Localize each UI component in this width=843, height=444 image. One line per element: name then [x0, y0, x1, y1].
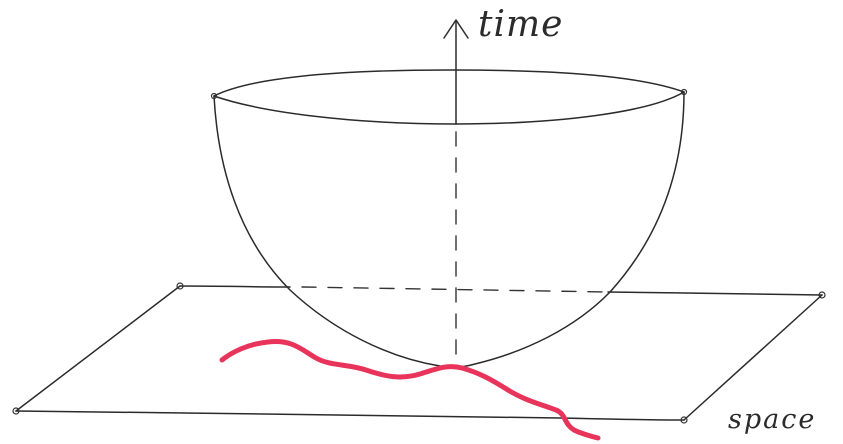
bowl-rim-left-dot	[210, 92, 218, 100]
plane-front-edge	[15, 410, 685, 421]
plane-right-edge	[683, 294, 823, 421]
plane-back-edge-left	[179, 285, 291, 288]
space-plane	[12, 282, 826, 424]
plane-back-edge-hidden	[301, 286, 609, 293]
bowl-rim-front	[213, 91, 685, 125]
paraboloid-bowl	[210, 69, 688, 368]
time-axis-label: time	[478, 4, 563, 45]
time-axis-arrowhead	[443, 19, 469, 39]
time-axis	[443, 19, 469, 363]
bowl-rim-top	[213, 69, 685, 97]
plane-corner-back-left	[176, 282, 184, 290]
plane-corner-back-right	[818, 291, 826, 299]
space-curve	[219, 339, 601, 441]
bowl-rim-right-dot	[680, 88, 688, 96]
plane-left-edge	[15, 285, 181, 412]
plane-corner-front-right	[680, 416, 688, 424]
bowl-left-side	[213, 95, 458, 368]
plane-back-edge-right	[607, 291, 823, 296]
space-axis-label: space	[728, 404, 816, 435]
plane-corner-front-left	[12, 407, 20, 415]
bowl-right-side	[456, 91, 685, 368]
